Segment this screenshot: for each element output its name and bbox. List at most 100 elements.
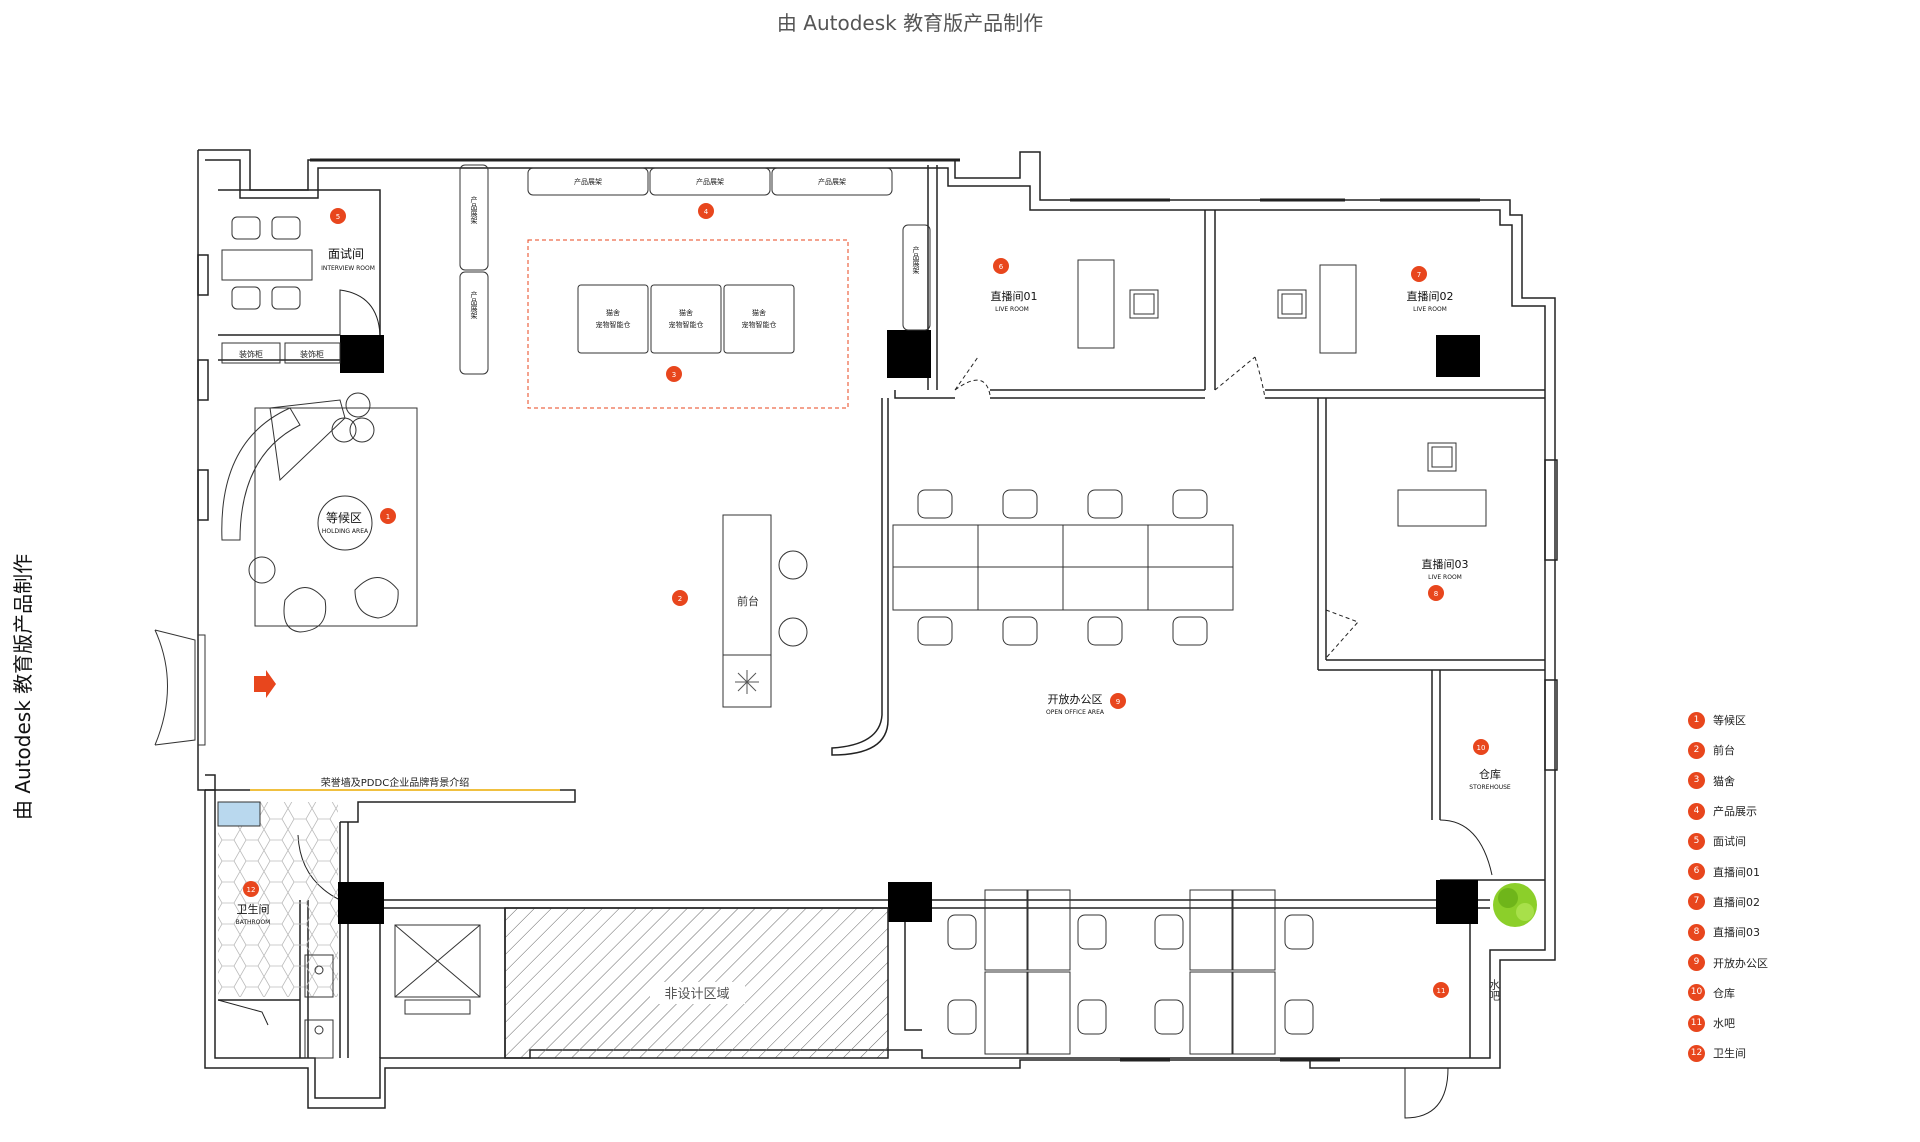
svg-text:1: 1 xyxy=(386,513,390,521)
legend-label: 前台 xyxy=(1713,744,1735,758)
legend-number-badge: 9 xyxy=(1688,954,1705,972)
svg-text:猫舍: 猫舍 xyxy=(679,308,693,317)
badge-storehouse xyxy=(1473,739,1489,755)
svg-text:9: 9 xyxy=(1116,698,1120,706)
legend-number-badge: 11 xyxy=(1688,1014,1705,1032)
legend-label: 仓库 xyxy=(1713,986,1735,1000)
legend-item: 11 水吧 xyxy=(1688,1008,1888,1038)
svg-text:INTERVIEW ROOM: INTERVIEW ROOM xyxy=(321,265,375,272)
legend-item: 10 仓库 xyxy=(1688,978,1888,1008)
legend-label: 开放办公区 xyxy=(1713,956,1768,970)
svg-text:10: 10 xyxy=(1477,744,1486,752)
svg-text:非设计区域: 非设计区域 xyxy=(664,987,729,1002)
svg-text:开放办公区: 开放办公区 xyxy=(1048,692,1103,706)
plan-badges: 1 2 3 4 5 6 7 8 9 10 11 12 xyxy=(243,203,1489,998)
svg-text:4: 4 xyxy=(704,208,709,216)
svg-text:7: 7 xyxy=(1417,271,1421,279)
svg-text:卫生间: 卫生间 xyxy=(237,902,270,916)
svg-text:HOLDING AREA: HOLDING AREA xyxy=(322,528,369,535)
watermark-top: 由 Autodesk 教育版产品制作 xyxy=(777,11,1043,35)
badge-reception xyxy=(672,590,688,606)
svg-text:荣誉墙及PDDC企业品牌背景介绍: 荣誉墙及PDDC企业品牌背景介绍 xyxy=(321,776,469,789)
outer-walls xyxy=(197,149,1558,1109)
entrance-door xyxy=(154,629,206,746)
legend-item: 9 开放办公区 xyxy=(1688,947,1888,977)
svg-text:装饰柜: 装饰柜 xyxy=(239,349,263,359)
legend-number-badge: 7 xyxy=(1688,893,1705,911)
svg-text:产品展架: 产品展架 xyxy=(912,245,920,275)
badge-water-bar xyxy=(1433,982,1449,998)
watermark-left: 由 Autodesk 教育版产品制作 xyxy=(11,554,35,820)
svg-text:仓库: 仓库 xyxy=(1479,767,1501,781)
interview-furniture: 装饰柜 装饰柜 xyxy=(221,216,341,364)
bathroom-fixtures xyxy=(217,801,338,1059)
svg-text:6: 6 xyxy=(999,263,1004,271)
svg-text:2: 2 xyxy=(678,595,682,603)
badge-bathroom xyxy=(243,881,259,897)
badge-office xyxy=(1110,693,1126,709)
svg-text:产品展架: 产品展架 xyxy=(696,177,724,186)
room-label-holding: 等候区 HOLDING AREA xyxy=(322,511,369,535)
badge-live03 xyxy=(1428,585,1444,601)
legend-label: 直播间03 xyxy=(1713,926,1760,940)
legend-label: 直播间01 xyxy=(1713,865,1760,879)
shelf-labels: 产品展架 产品展架 产品展架 产品展架 产品展架 产品展架 xyxy=(470,177,920,320)
room-label-reception: 前台 xyxy=(737,594,759,608)
holding-furniture xyxy=(221,392,418,633)
svg-text:LIVE ROOM: LIVE ROOM xyxy=(1428,574,1462,581)
legend-number-badge: 6 xyxy=(1688,863,1705,881)
room-label-water-bar: 水吧 xyxy=(1488,979,1501,1001)
badge-interview xyxy=(330,208,346,224)
svg-text:12: 12 xyxy=(247,886,256,894)
legend-number-badge: 12 xyxy=(1688,1044,1705,1062)
badge-holding xyxy=(380,508,396,524)
honor-wall: 荣誉墙及PDDC企业品牌背景介绍 xyxy=(250,776,560,791)
svg-text:STOREHOUSE: STOREHOUSE xyxy=(1469,784,1511,791)
svg-text:产品展架: 产品展架 xyxy=(470,195,478,225)
room-label-live03: 直播间03 LIVE ROOM xyxy=(1422,557,1469,581)
svg-text:等候区: 等候区 xyxy=(326,511,362,525)
legend-number-badge: 4 xyxy=(1688,802,1705,820)
legend-item: 2 前台 xyxy=(1688,735,1888,765)
badge-cattery xyxy=(666,366,682,382)
legend-number-badge: 2 xyxy=(1688,741,1705,759)
room-label-live02: 直播间02 LIVE ROOM xyxy=(1407,289,1454,313)
open-office-desks xyxy=(892,489,1314,1055)
svg-text:产品展架: 产品展架 xyxy=(470,290,478,320)
room-label-live01: 直播间01 LIVE ROOM xyxy=(991,289,1038,313)
svg-text:产品展架: 产品展架 xyxy=(818,177,846,186)
legend-item: 6 直播间01 xyxy=(1688,856,1888,886)
legend-label: 等候区 xyxy=(1713,714,1746,728)
room-label-storehouse: 仓库 STOREHOUSE xyxy=(1469,767,1511,791)
svg-text:直播间01: 直播间01 xyxy=(991,289,1038,303)
svg-text:直播间03: 直播间03 xyxy=(1422,557,1469,571)
non-design-area: 非设计区域 xyxy=(504,907,889,1059)
legend-label: 直播间02 xyxy=(1713,895,1760,909)
legend-number-badge: 3 xyxy=(1688,772,1705,790)
live-room-furniture xyxy=(1077,259,1487,527)
legend-item: 12 卫生间 xyxy=(1688,1038,1888,1068)
svg-text:宠物智能仓: 宠物智能仓 xyxy=(742,320,777,329)
legend-label: 卫生间 xyxy=(1713,1047,1746,1061)
svg-text:装饰柜: 装饰柜 xyxy=(300,349,324,359)
structural-columns xyxy=(338,330,1480,924)
room-label-office: 开放办公区 OPEN OFFICE AREA xyxy=(1046,692,1105,716)
svg-text:LIVE ROOM: LIVE ROOM xyxy=(995,306,1029,313)
svg-text:3: 3 xyxy=(672,371,676,379)
svg-text:8: 8 xyxy=(1434,590,1438,598)
svg-text:LIVE ROOM: LIVE ROOM xyxy=(1413,306,1447,313)
legend-number-badge: 5 xyxy=(1688,832,1705,850)
svg-text:宠物智能仓: 宠物智能仓 xyxy=(596,320,631,329)
cattery-zone: 猫舍 宠物智能仓 猫舍 宠物智能仓 猫舍 宠物智能仓 xyxy=(527,239,849,409)
svg-text:猫舍: 猫舍 xyxy=(752,308,766,317)
legend-number-badge: 10 xyxy=(1688,984,1705,1002)
svg-text:直播间02: 直播间02 xyxy=(1407,289,1454,303)
legend-label: 水吧 xyxy=(1713,1017,1735,1031)
